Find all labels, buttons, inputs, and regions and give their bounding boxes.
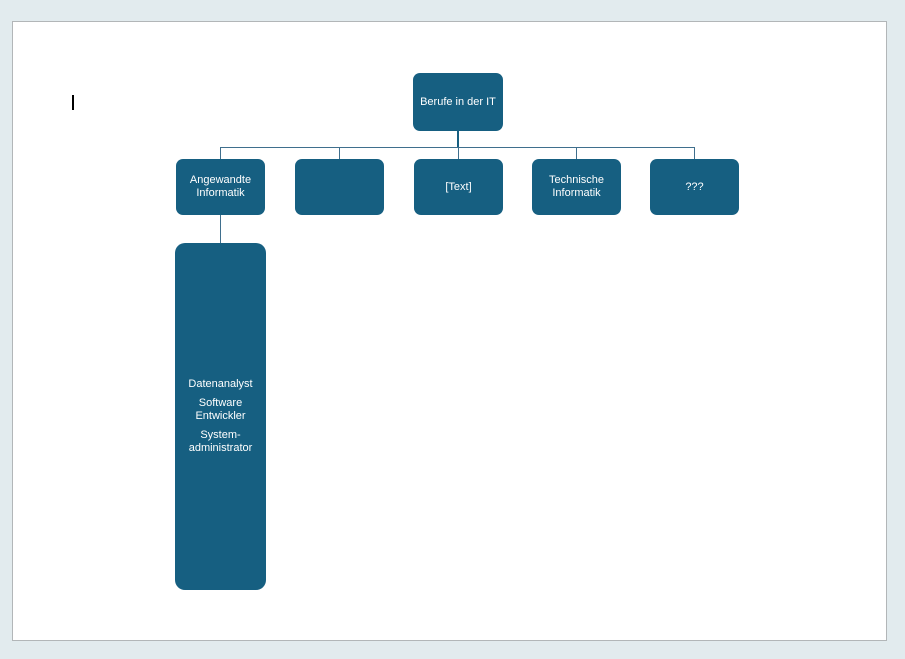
branch-item: Software Entwickler: [195, 397, 246, 422]
org-node-text-placeholder[interactable]: [Text]: [414, 159, 503, 215]
org-node-angewandte-informatik[interactable]: Angewandte Informatik: [176, 159, 265, 215]
org-node-branch-list[interactable]: Datenanalyst Software Entwickler System-…: [175, 243, 266, 590]
org-node-label: Angewandte Informatik: [189, 174, 252, 199]
org-node-technische-informatik[interactable]: Technische Informatik: [532, 159, 621, 215]
branch-item: System-administrator: [188, 429, 253, 454]
org-node-question-marks[interactable]: ???: [650, 159, 739, 215]
text-caret: [72, 95, 74, 110]
org-node-root[interactable]: Berufe in der IT: [413, 73, 503, 131]
document-page[interactable]: Berufe in der IT Angewandte Informatik […: [12, 21, 887, 641]
org-node-empty[interactable]: [295, 159, 384, 215]
org-node-label: Technische Informatik: [548, 174, 605, 199]
org-node-root-label: Berufe in der IT: [420, 95, 496, 108]
org-node-label: ???: [685, 180, 704, 193]
branch-item: Datenanalyst: [188, 378, 253, 390]
org-node-label: [Text]: [445, 180, 472, 193]
